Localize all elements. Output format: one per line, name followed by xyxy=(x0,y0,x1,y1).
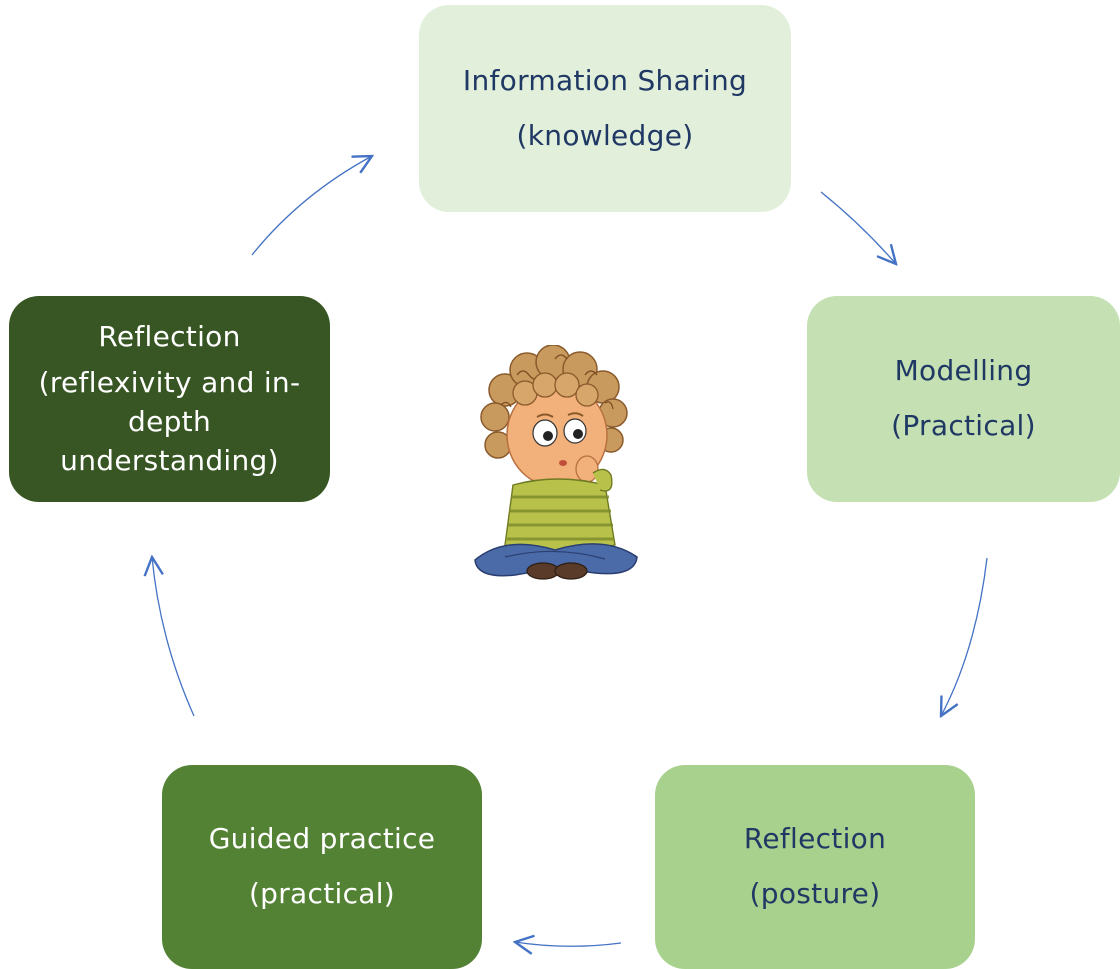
node-reflection-posture: Reflection (posture) xyxy=(655,765,975,969)
node-title: Reflection xyxy=(98,319,241,353)
node-subtitle: (knowledge) xyxy=(516,118,694,152)
node-information-sharing: Information Sharing (knowledge) xyxy=(419,5,791,212)
node-title: Information Sharing xyxy=(462,63,748,97)
node-title: Modelling xyxy=(894,354,1033,388)
node-subtitle-3: understanding) xyxy=(60,443,279,477)
node-subtitle: (practical) xyxy=(248,877,396,910)
node-subtitle: (reflexivity and in- xyxy=(38,366,301,400)
node-reflection-depth: Reflection (reflexivity and in- depth un… xyxy=(9,296,330,502)
node-modelling: Modelling (Practical) xyxy=(807,296,1120,502)
arrow-modelling-to-posture xyxy=(941,557,988,716)
node-subtitle: (posture) xyxy=(749,877,881,910)
arrow-info-to-modelling xyxy=(820,191,896,264)
node-subtitle-2: depth xyxy=(128,405,211,438)
node-guided-practice: Guided practice (practical) xyxy=(162,765,482,969)
node-title: Guided practice xyxy=(208,822,436,856)
arrow-posture-to-guided xyxy=(515,942,622,946)
node-subtitle: (Practical) xyxy=(891,409,1036,442)
arrow-guided-to-reflection xyxy=(152,557,195,717)
arrow-reflection-to-info xyxy=(251,156,372,256)
child-thinking-illustration xyxy=(474,345,638,580)
node-title: Reflection xyxy=(743,822,887,856)
